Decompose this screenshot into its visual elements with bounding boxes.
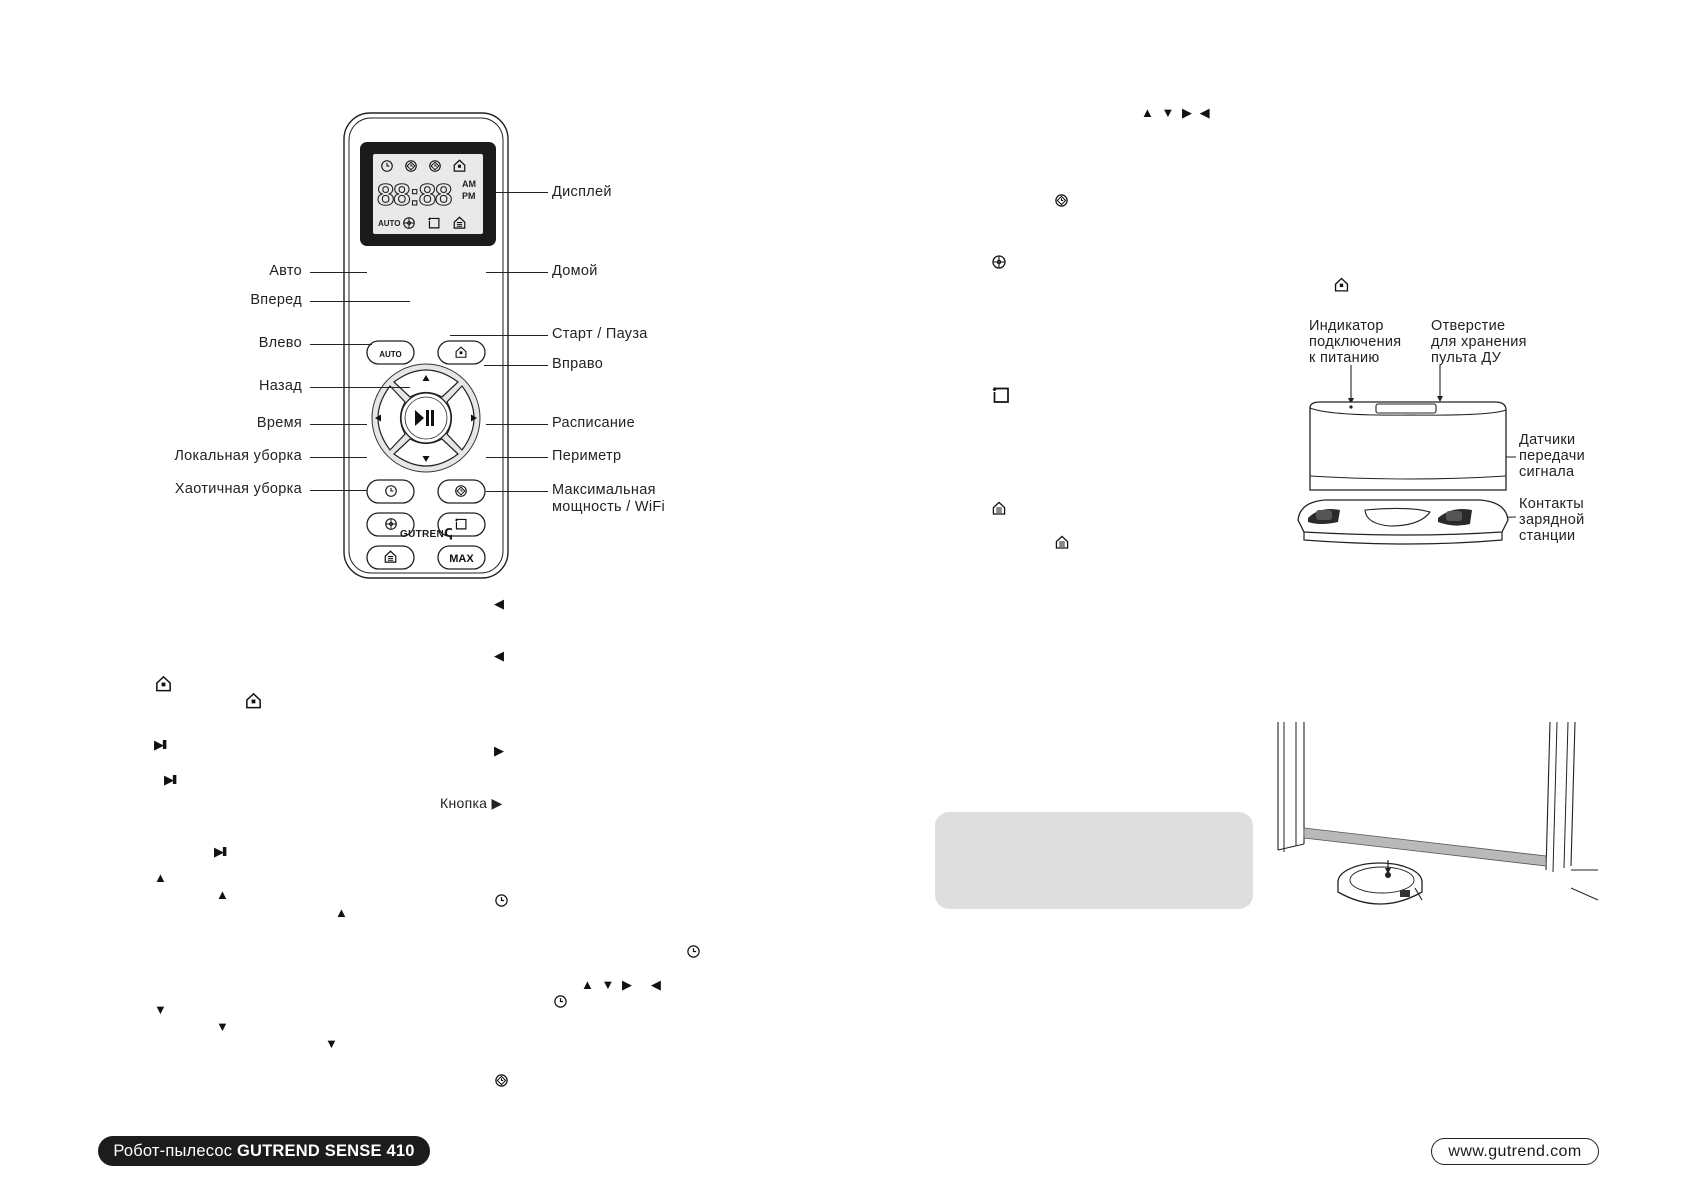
leader-spot [310, 457, 367, 458]
left-arrow-glyph-2: ◀ [494, 648, 504, 663]
charging-station-illustration [1297, 365, 1517, 545]
clock-icon-2 [687, 945, 700, 958]
lcd-auto: AUTO [378, 219, 401, 228]
perimeter-button[interactable] [437, 512, 486, 537]
arrows-row-left-col: ▲ ▼ ▶ ◀ [581, 977, 663, 992]
pause-bar-2 [431, 410, 434, 426]
play-pause-glyph-1: ▶II [154, 737, 167, 752]
svg-text:AUTO: AUTO [379, 350, 402, 359]
pause-bar-1 [426, 410, 429, 426]
schedule-button[interactable] [437, 479, 486, 504]
label-time: Время [256, 415, 302, 431]
home-button[interactable] [437, 340, 486, 365]
left-arrow-icon [375, 414, 381, 422]
lcd-schedule-icon [405, 160, 417, 172]
schedule-icon-right [1055, 194, 1068, 207]
random-icon-right-2 [1055, 535, 1069, 549]
up-arrow-glyph-2: ▲ [216, 887, 229, 902]
random-icon-right-1 [992, 501, 1006, 515]
label-schedule: Расписание [552, 415, 635, 431]
label-back: Назад [258, 378, 302, 394]
down-arrow-glyph-1: ▼ [154, 1002, 167, 1017]
down-arrow-glyph-2: ▼ [216, 1019, 229, 1034]
down-arrow-glyph-3: ▼ [325, 1036, 338, 1051]
label-home: Домой [552, 263, 598, 279]
schedule-icon-left [495, 1074, 508, 1087]
play-icon [415, 410, 424, 426]
leader-home [486, 272, 548, 273]
play-pause-glyph-2: ▶II [164, 772, 177, 787]
leader-back [310, 387, 410, 388]
label-max-2: мощность / WiFi [552, 499, 666, 515]
button-word: Кнопка ▶ [440, 795, 503, 811]
time-button[interactable] [366, 479, 415, 504]
leader-perimeter [486, 457, 548, 458]
label-max-1: Максимальная [552, 482, 656, 498]
up-arrow-glyph-1: ▲ [154, 870, 167, 885]
leader-display [496, 192, 548, 193]
leader-left [310, 344, 372, 345]
spot-button-icon [384, 517, 398, 531]
lcd-schedule2-icon [429, 160, 441, 172]
leader-time [310, 424, 367, 425]
contact-right [1438, 509, 1472, 526]
up-arrow-icon [422, 375, 430, 381]
label-left: Влево [258, 335, 302, 351]
up-arrow-glyph-3: ▲ [335, 905, 348, 920]
play-pause-glyph-3: ▶II [214, 844, 227, 859]
right-arrow-icon [471, 414, 477, 422]
lcd-screen [373, 154, 483, 234]
spot-icon-right [991, 254, 1007, 270]
leader-start-pause [450, 335, 548, 336]
left-arrow-glyph-1: ◀ [494, 596, 504, 611]
leader-schedule [486, 424, 548, 425]
clock-icon-1 [495, 894, 508, 907]
product-name-badge: Робот-пылесос GUTREND SENSE 410 [98, 1136, 430, 1166]
right-arrow-glyph-1: ▶ [494, 743, 504, 758]
dpad [371, 363, 481, 473]
lcd-pm: PM [462, 191, 476, 201]
website-link[interactable]: www.gutrend.com [1431, 1138, 1599, 1165]
label-auto: Авто [269, 263, 302, 279]
lcd-digits: 88:88 [377, 177, 452, 212]
leader-random [310, 490, 367, 491]
leader-max [486, 491, 548, 492]
label-start-pause: Старт / Пауза [552, 326, 648, 342]
note-box [935, 812, 1253, 909]
home-icon-right [1334, 277, 1349, 292]
label-random: Хаотичная уборка [174, 481, 302, 497]
home-icon [156, 676, 171, 692]
right-arrow-glyph-2: ▶ [491, 795, 503, 811]
doorway-robot-illustration [1277, 721, 1599, 905]
home-icon-2 [246, 693, 261, 709]
contact-left [1308, 509, 1340, 524]
leader-forward [310, 301, 410, 302]
lcd-spot-icon [402, 216, 416, 230]
spot-button[interactable] [366, 512, 415, 537]
max-button[interactable]: MAX [437, 545, 486, 570]
leader-right [484, 365, 548, 366]
label-right: Вправо [552, 356, 604, 372]
label-forward: Вперед [250, 292, 302, 308]
svg-text:MAX: MAX [449, 553, 474, 565]
remote-brand-logo: GUTRENↅ [400, 526, 454, 540]
lcd-am: AM [462, 179, 476, 189]
label-display: Дисплей [552, 184, 612, 200]
label-spot: Локальная уборка [174, 448, 302, 464]
auto-button[interactable]: AUTO [366, 340, 415, 365]
remote-control-illustration: 88:88 AM PM AUTO AUTO [343, 112, 509, 579]
schedule-button-icon [455, 485, 467, 497]
random-button[interactable] [366, 545, 415, 570]
down-arrow-icon [422, 456, 430, 462]
perimeter-icon-right [992, 387, 1009, 403]
leader-auto [310, 272, 367, 273]
arrows-row-right-page: ▲ ▼ ▶ ◀ [1141, 105, 1212, 120]
clock-icon-3 [554, 995, 567, 1008]
label-perimeter: Периметр [552, 448, 622, 464]
